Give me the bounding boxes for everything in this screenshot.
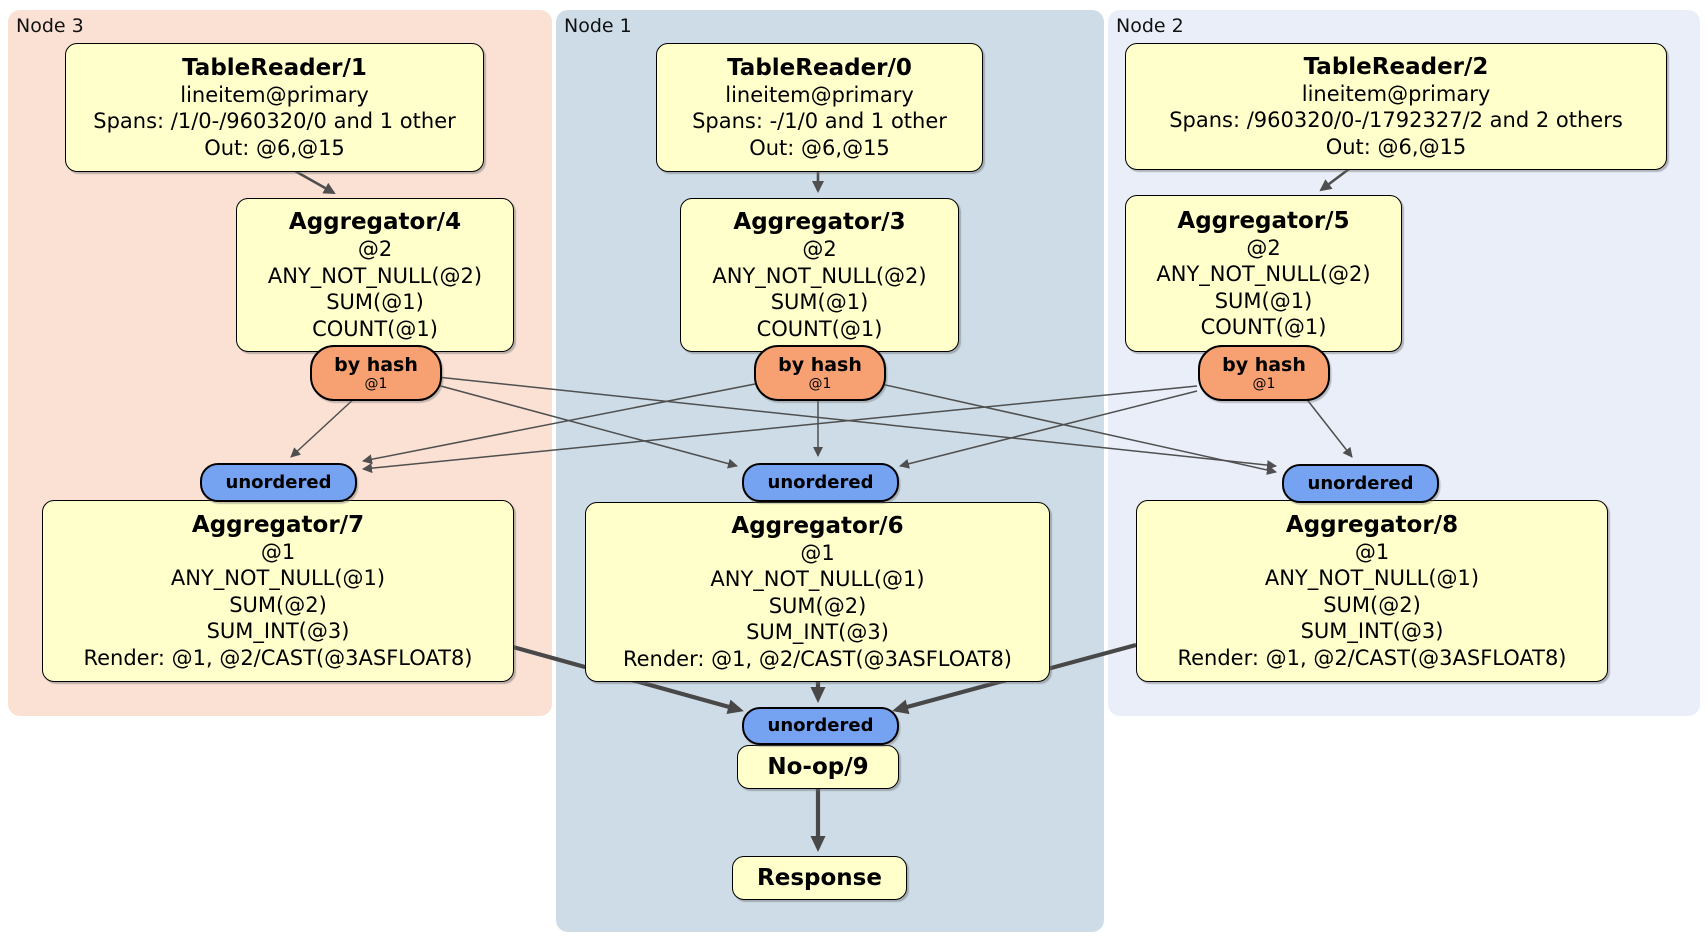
box-aggregator-5: Aggregator/5 @2 ANY_NOT_NULL(@2) SUM(@1)… [1125, 195, 1402, 352]
unordered-label: unordered [767, 715, 874, 736]
box-aggregator-8: Aggregator/8 @1 ANY_NOT_NULL(@1) SUM(@2)… [1136, 500, 1608, 682]
processor-line: ANY_NOT_NULL(@2) [1156, 262, 1371, 286]
processor-title: Aggregator/6 [731, 512, 904, 539]
processor-title: No-op/9 [767, 754, 869, 780]
unordered-pill-final: unordered [742, 707, 899, 745]
processor-line: SUM(@2) [1323, 592, 1421, 617]
processor-line: Out: @6,@15 [749, 135, 890, 160]
processor-line: ANY_NOT_NULL(@1) [170, 566, 386, 591]
box-response: Response [732, 856, 907, 900]
processor-line: SUM(@1) [1214, 288, 1313, 313]
unordered-pill: unordered [742, 463, 899, 502]
unordered-label: unordered [1307, 472, 1414, 494]
processor-line: ANY_NOT_NULL(@2) [267, 263, 483, 288]
by-hash-pill: by hash @1 [310, 345, 442, 401]
processor-line: Out: @6,@15 [204, 135, 345, 160]
processor-title: Response [757, 865, 882, 891]
processor-line: ANY_NOT_NULL(@2) [712, 263, 927, 288]
processor-line: Spans: -/1/0 and 1 other [692, 109, 947, 134]
processor-line: ANY_NOT_NULL(@1) [1264, 566, 1480, 591]
processor-line: @1 [260, 539, 296, 564]
node-group-label: Node 3 [16, 15, 84, 37]
box-aggregator-4: Aggregator/4 @2 ANY_NOT_NULL(@2) SUM(@1)… [236, 198, 514, 352]
processor-line: SUM(@1) [770, 290, 869, 314]
by-hash-column: @1 [364, 375, 388, 392]
by-hash-label: by hash [334, 353, 418, 376]
processor-line: SUM_INT(@3) [1300, 619, 1444, 644]
processor-line: SUM(@2) [768, 593, 867, 618]
processor-title: Aggregator/3 [733, 209, 906, 235]
processor-title: Aggregator/7 [191, 511, 365, 538]
processor-line: Render: @1, @2/CAST(@3ASFLOAT8) [83, 645, 473, 670]
processor-line: @2 [1246, 235, 1281, 260]
unordered-label: unordered [225, 471, 332, 493]
by-hash-label: by hash [778, 353, 862, 376]
box-aggregator-7: Aggregator/7 @1 ANY_NOT_NULL(@1) SUM(@2)… [42, 500, 514, 682]
processor-title: Aggregator/8 [1285, 511, 1459, 538]
processor-line: lineitem@primary [180, 82, 369, 107]
processor-line: Render: @1, @2/CAST(@3ASFLOAT8) [1177, 645, 1567, 670]
unordered-pill: unordered [200, 463, 357, 502]
processor-line: SUM(@1) [326, 290, 424, 314]
unordered-pill: unordered [1282, 464, 1439, 503]
processor-line: Render: @1, @2/CAST(@3ASFLOAT8) [622, 646, 1013, 671]
by-hash-pill: by hash @1 [1198, 345, 1330, 401]
processor-line: ANY_NOT_NULL(@1) [710, 567, 925, 592]
processor-line: @1 [1354, 539, 1390, 564]
processor-line: lineitem@primary [1301, 81, 1491, 106]
node-group-label: Node 2 [1116, 15, 1184, 37]
processor-line: COUNT(@1) [756, 316, 883, 341]
processor-line: Spans: /1/0-/960320/0 and 1 other [93, 109, 456, 134]
by-hash-label: by hash [1222, 353, 1306, 376]
processor-line: lineitem@primary [725, 82, 914, 107]
processor-line: Spans: /960320/0-/1792327/2 and 2 others [1169, 108, 1623, 133]
processor-title: TableReader/2 [1303, 53, 1489, 80]
processor-line: COUNT(@1) [1200, 315, 1327, 339]
processor-line: @1 [800, 540, 835, 565]
box-aggregator-6: Aggregator/6 @1 ANY_NOT_NULL(@1) SUM(@2)… [585, 502, 1050, 682]
box-tablereader-0: TableReader/0 lineitem@primary Spans: -/… [656, 43, 983, 172]
node-group-label: Node 1 [564, 15, 632, 37]
box-aggregator-3: Aggregator/3 @2 ANY_NOT_NULL(@2) SUM(@1)… [680, 198, 959, 352]
processor-line: COUNT(@1) [312, 316, 438, 341]
processor-title: TableReader/0 [727, 54, 912, 81]
processor-line: @2 [802, 237, 837, 261]
by-hash-pill: by hash @1 [754, 345, 886, 401]
processor-line: Out: @6,@15 [1325, 134, 1467, 159]
unordered-label: unordered [767, 471, 874, 493]
box-noop-9: No-op/9 [737, 745, 899, 789]
processor-line: SUM_INT(@3) [206, 619, 350, 644]
processor-line: SUM_INT(@3) [746, 620, 889, 645]
by-hash-column: @1 [808, 375, 832, 392]
box-tablereader-2: TableReader/2 lineitem@primary Spans: /9… [1125, 43, 1667, 170]
processor-line: SUM(@2) [229, 592, 327, 617]
processor-line: @2 [357, 237, 393, 261]
processor-title: Aggregator/5 [1177, 207, 1350, 234]
by-hash-column: @1 [1252, 375, 1276, 392]
processor-title: Aggregator/4 [288, 209, 462, 235]
processor-title: TableReader/1 [182, 54, 367, 81]
box-tablereader-1: TableReader/1 lineitem@primary Spans: /1… [65, 43, 484, 172]
